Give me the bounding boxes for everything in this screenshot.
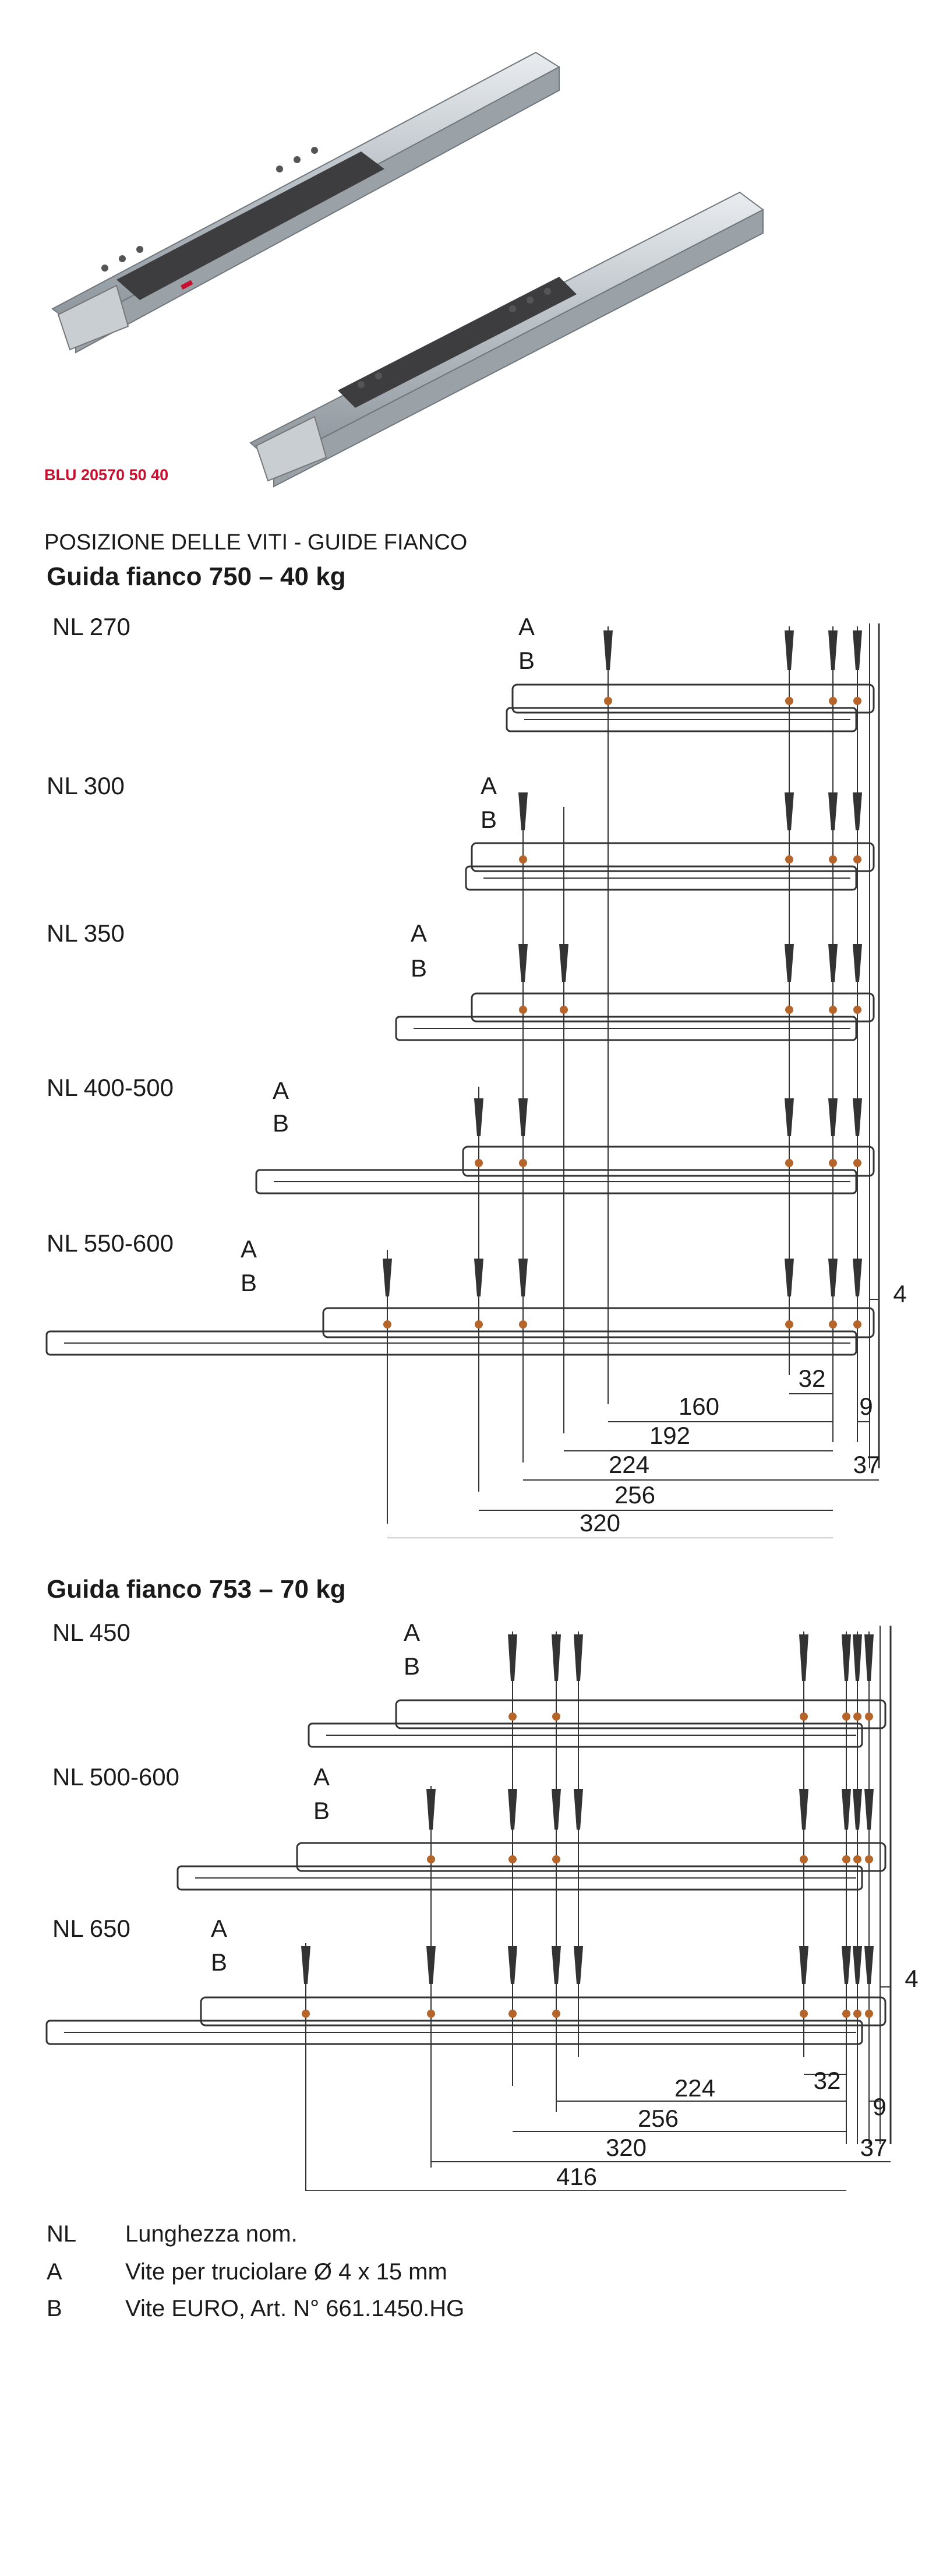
s2-dim-32: 32 xyxy=(814,2067,841,2094)
legend-value-nl: Lunghezza nom. xyxy=(125,2221,298,2247)
legend-key-a: A xyxy=(47,2259,62,2285)
s2-dim-256: 256 xyxy=(638,2105,679,2132)
s2-nl-500-600: NL 500-600 xyxy=(52,1763,179,1791)
s1-rail-400-500 xyxy=(255,1146,875,1194)
s1-nl-400-500: NL 400-500 xyxy=(47,1074,174,1101)
s2-label-b-500-600: B xyxy=(313,1797,330,1824)
s1-label-b-550-600: B xyxy=(241,1269,257,1296)
s1-rail-300 xyxy=(465,842,875,891)
s1-dim-37: 37 xyxy=(853,1451,881,1478)
s2-dim-4: 4 xyxy=(905,1965,918,1992)
product-photo xyxy=(51,51,764,488)
s2-label-b-450: B xyxy=(404,1652,421,1680)
s2-dim-416: 416 xyxy=(556,2163,597,2190)
s1-label-b-350: B xyxy=(411,954,428,982)
s2-holes xyxy=(302,1712,873,2018)
s1-label-b-400-500: B xyxy=(273,1109,289,1137)
s1-dim-224: 224 xyxy=(609,1451,649,1478)
s1-nl-270: NL 270 xyxy=(52,613,130,640)
s2-rail-650 xyxy=(45,1996,887,2045)
s1-dim-320: 320 xyxy=(580,1509,620,1537)
s1-label-a-270: A xyxy=(518,613,535,640)
s1-rail-550-600 xyxy=(45,1307,875,1356)
s1-nl-550-600: NL 550-600 xyxy=(47,1229,174,1257)
legend-key-b: B xyxy=(47,2296,62,2321)
legend-value-b: Vite EURO, Art. N° 661.1450.HG xyxy=(125,2296,465,2321)
s1-dim-256: 256 xyxy=(614,1481,655,1509)
s2-nl-450: NL 450 xyxy=(52,1619,130,1646)
legend-key-nl: NL xyxy=(47,2221,77,2247)
s2-screw-icons xyxy=(301,1634,874,1984)
s1-holes xyxy=(383,697,861,1328)
s1-screw-icons xyxy=(383,630,862,1296)
s1-label-b-300: B xyxy=(481,806,497,833)
s2-label-a-650: A xyxy=(211,1915,228,1942)
s1-label-a-400-500: A xyxy=(273,1077,289,1104)
rail-left-image xyxy=(51,51,560,354)
s2-rail-500-600 xyxy=(176,1842,887,1891)
s2-label-b-650: B xyxy=(211,1948,228,1976)
section2-title: Guida fianco 753 – 70 kg xyxy=(47,1575,346,1604)
s2-label-a-500-600: A xyxy=(313,1763,330,1791)
section1-title: Guida fianco 750 – 40 kg xyxy=(47,562,346,591)
s1-dim-192: 192 xyxy=(649,1422,690,1449)
product-code: BLU 20570 50 40 xyxy=(44,466,169,484)
s2-dim-9: 9 xyxy=(873,2093,886,2120)
rail-right-image xyxy=(249,191,764,488)
s1-dim-4: 4 xyxy=(893,1280,906,1308)
s1-nl-350: NL 350 xyxy=(47,919,125,947)
s2-dim-37: 37 xyxy=(860,2134,888,2161)
s2-nl-650: NL 650 xyxy=(52,1915,130,1942)
s2-rail-450 xyxy=(308,1699,887,1748)
legend-value-a: Vite per truciolare Ø 4 x 15 mm xyxy=(125,2259,447,2285)
s1-dim-9: 9 xyxy=(859,1393,873,1420)
section-subtitle: POSIZIONE DELLE VITI - GUIDE FIANCO xyxy=(44,530,468,555)
s1-rail-270 xyxy=(506,683,875,732)
s1-label-a-300: A xyxy=(481,772,497,799)
s2-dim-320: 320 xyxy=(606,2134,647,2161)
s2-label-a-450: A xyxy=(404,1619,421,1646)
section1-drawing: 4 32 160 9 192 224 37 256 320 xyxy=(45,623,907,1538)
s1-dim-160: 160 xyxy=(679,1393,719,1420)
s1-rail-350 xyxy=(395,992,875,1041)
s2-dim-224: 224 xyxy=(674,2074,715,2102)
s1-label-a-550-600: A xyxy=(241,1235,257,1263)
section2-drawing: 4 32 224 9 256 320 37 416 xyxy=(45,1626,919,2191)
s1-label-a-350: A xyxy=(411,919,428,947)
s1-dim-32: 32 xyxy=(799,1365,826,1392)
s1-nl-300: NL 300 xyxy=(47,772,125,799)
s1-label-b-270: B xyxy=(518,647,535,674)
